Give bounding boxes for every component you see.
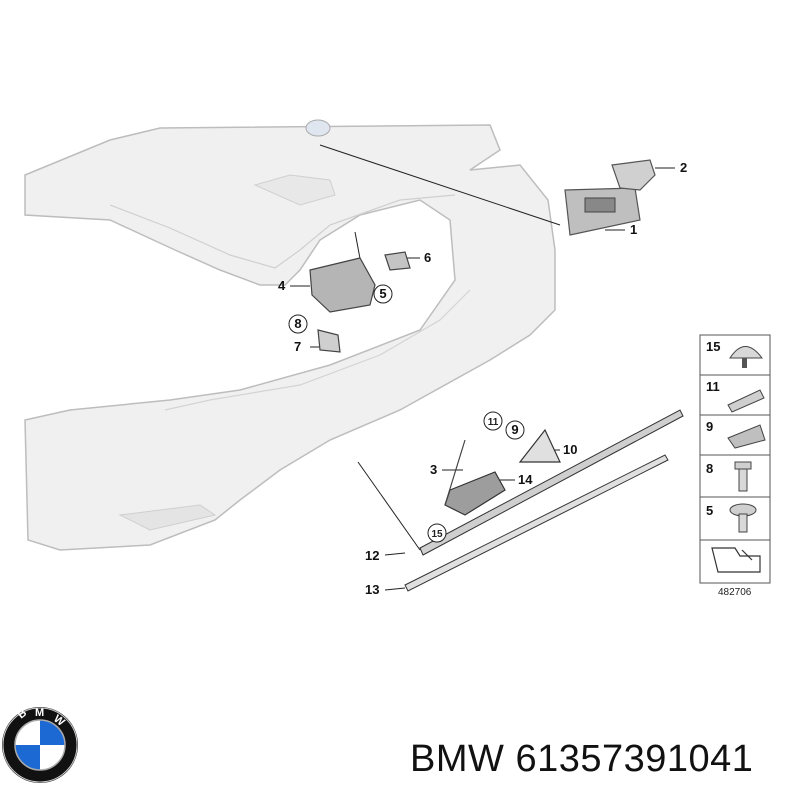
circled-8: 8 [294, 316, 301, 331]
car-rear-illustration [24, 119, 556, 551]
circled-5: 5 [379, 286, 386, 301]
callout-4: 4 [278, 278, 286, 293]
brand-name: BMW [410, 738, 505, 780]
circled-11: 11 [488, 417, 499, 428]
svg-text:M: M [35, 707, 44, 719]
legend-item-5: 5 [706, 503, 713, 518]
callout-14: 14 [518, 472, 533, 487]
callout-10: 10 [563, 442, 577, 457]
leader-lines [290, 144, 675, 591]
callout-numbers: 1 2 3 4 6 7 10 12 13 14 [278, 160, 687, 597]
legend-item-11: 11 [706, 379, 720, 394]
diagram-number: 482706 [718, 587, 752, 598]
callout-6: 6 [424, 250, 431, 265]
fastener-legend: 15 11 9 8 5 482706 [699, 334, 771, 598]
callout-3: 3 [430, 462, 437, 477]
component-cable-3 [444, 439, 466, 506]
callout-1: 1 [630, 222, 637, 237]
part-caption: BMW 61357391041 [410, 738, 753, 781]
circled-callouts: 5 8 9 11 15 [288, 284, 525, 543]
circled-15: 15 [431, 529, 443, 540]
legend-item-15: 15 [706, 339, 720, 354]
callout-7: 7 [294, 339, 301, 354]
bmw-logo: B M W [2, 707, 78, 783]
legend-item-8: 8 [706, 461, 713, 476]
component-handle [564, 187, 641, 236]
circled-9: 9 [511, 422, 518, 437]
callout-2: 2 [680, 160, 687, 175]
component-strip [404, 409, 684, 592]
component-7 [317, 329, 341, 353]
part-number: 61357391041 [515, 738, 754, 780]
component-bracket-2 [611, 159, 656, 191]
callout-12: 12 [365, 548, 379, 563]
component-lock [309, 257, 376, 313]
callout-13: 13 [365, 582, 379, 597]
component-6 [384, 251, 411, 271]
component-10 [518, 428, 561, 463]
legend-item-9: 9 [706, 419, 713, 434]
